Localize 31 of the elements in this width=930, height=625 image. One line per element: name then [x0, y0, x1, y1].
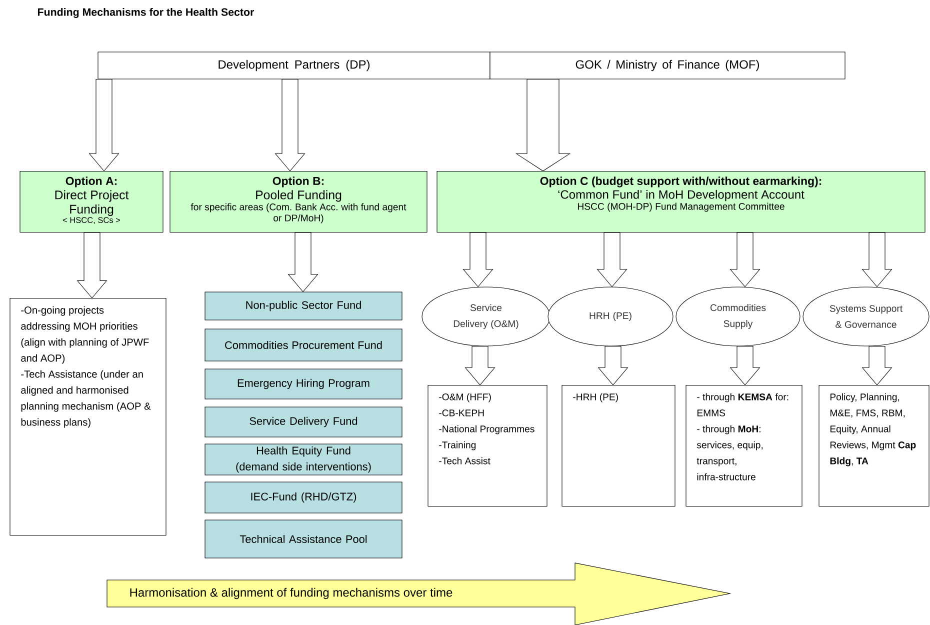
option-box: Option B: Pooled Funding for specific areas (Com. Bank Acc. with fund agent or DP/MoH)	[170, 171, 428, 233]
text-box: -O&M (HFF) -CB-KEPH -National Programmes -Training -Tech Assist	[428, 385, 548, 507]
title: Funding Mechanisms for the Health Sector	[38, 8, 254, 18]
block-arrow	[274, 79, 306, 172]
block-arrow	[462, 232, 494, 288]
fund-box: IEC-Fund (RHD/GTZ)	[204, 482, 402, 514]
fund-box: Emergency Hiring Program	[204, 368, 402, 400]
text-box: -On-going projects addressing MOH priorities (align with planning of JPWF and AOP) -Tech Assistance (under an aligned and harmonised planning mechanism (AOP & business plans)	[10, 298, 166, 536]
block-arrow	[596, 232, 628, 288]
block-arrow	[76, 232, 108, 298]
block-arrow	[88, 79, 120, 172]
block-arrow	[862, 232, 892, 288]
fund-box: Service Delivery Fund	[204, 406, 402, 438]
text-box: - through KEMSA for: EMMS - through MoH: services, equip, transport, infra-structure	[686, 385, 802, 507]
block-arrow	[598, 346, 628, 386]
block-arrow	[730, 346, 760, 386]
block-arrow	[730, 232, 760, 288]
block-arrow	[862, 346, 892, 386]
source-box: GOK / Ministry of Finance (MOF)	[490, 52, 846, 80]
fund-box: Commodities Procurement Fund	[204, 328, 402, 362]
fund-box: Health Equity Fund (demand side interventions)	[204, 444, 402, 476]
fund-box: Non-public Sector Fund	[204, 292, 402, 320]
fund-box: Technical Assistance Pool	[204, 520, 402, 558]
block-arrow	[515, 79, 571, 172]
text-box: Policy, Planning, M&E, FMS, RBM, Equity, Annual Reviews, Mgmt Cap Bldg, TA	[818, 385, 930, 507]
text-box: -HRH (PE)	[562, 385, 676, 507]
block-arrow	[464, 346, 496, 386]
option-box: Option A: Direct Project Funding < HSCC, SCs >	[20, 171, 164, 233]
source-box: Development Partners (DP)	[98, 52, 490, 80]
option-box: Option C (budget support with/without earmarking): ‘Common Fund’ in MoH Development Account HSCC (MOH-DP) Fund Management Committee	[436, 171, 926, 233]
block-arrow	[288, 232, 318, 292]
